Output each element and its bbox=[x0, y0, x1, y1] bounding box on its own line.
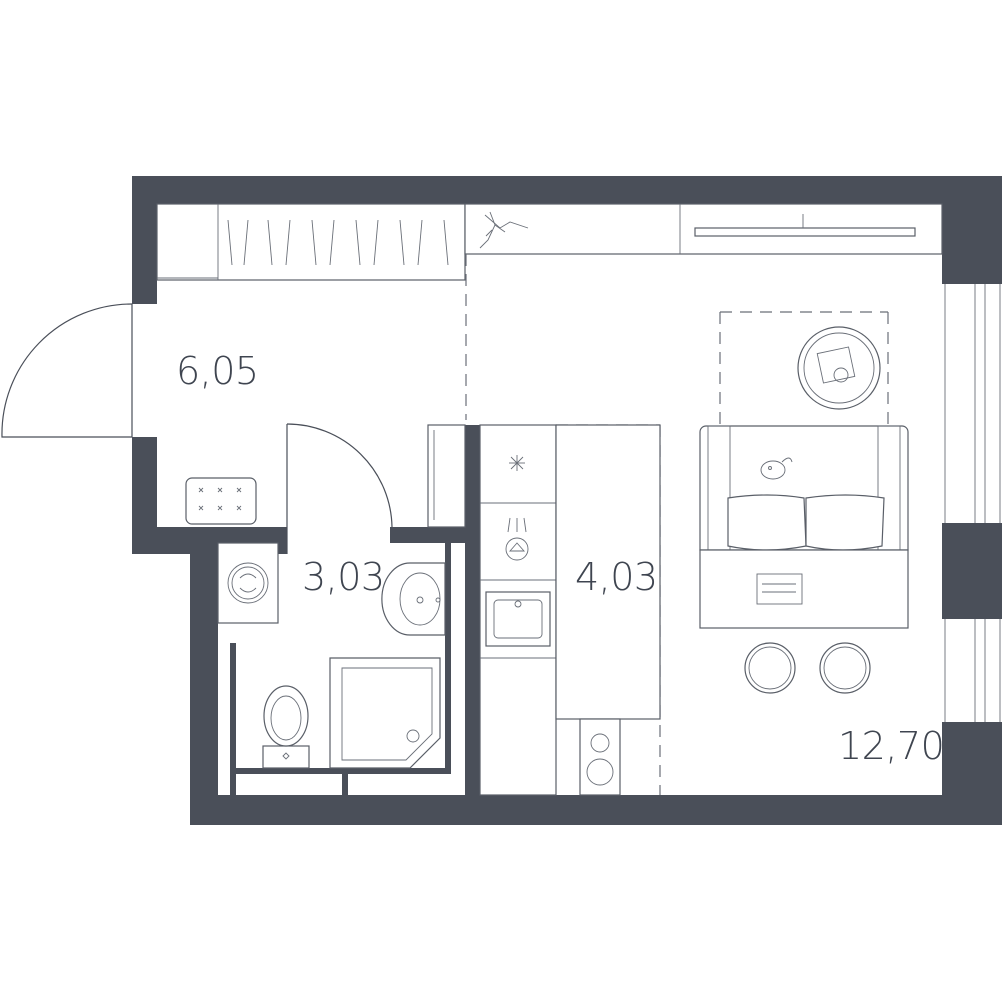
washing-machine bbox=[217, 542, 279, 624]
wall-right-top bbox=[942, 176, 1002, 284]
desk bbox=[699, 549, 909, 629]
stools bbox=[744, 642, 871, 694]
kitchen-sink bbox=[485, 591, 551, 647]
cat-icon bbox=[760, 457, 793, 480]
room-area-bathroom: 3,03 bbox=[302, 555, 385, 599]
hall-closet bbox=[427, 424, 466, 528]
cooktop bbox=[579, 718, 621, 796]
wall-bath-inner-bottom bbox=[230, 768, 451, 774]
room-area-living: 12,70 bbox=[838, 724, 944, 768]
wall-top bbox=[132, 176, 947, 204]
bathroom-door bbox=[286, 423, 393, 554]
laptop-icon bbox=[756, 573, 803, 605]
wall-bath-inner bbox=[445, 543, 451, 773]
wall-bath-niche bbox=[230, 643, 236, 795]
wall-right-pier bbox=[942, 523, 1002, 619]
shower-tray bbox=[329, 657, 441, 769]
toilet bbox=[262, 685, 310, 769]
wall-bath-top bbox=[390, 527, 480, 543]
dishwasher-icon bbox=[505, 517, 529, 561]
wall-bath-left bbox=[190, 527, 218, 825]
wall-left-upper bbox=[132, 176, 157, 304]
wardrobe bbox=[156, 203, 466, 281]
entrance-door bbox=[1, 303, 133, 438]
sink bbox=[381, 562, 446, 636]
tv-unit bbox=[464, 203, 943, 255]
room-area-kitchen: 4,03 bbox=[575, 555, 658, 599]
walls bbox=[132, 176, 1002, 825]
coffee-table bbox=[797, 326, 881, 410]
shoe-bench bbox=[185, 477, 257, 525]
wall-bath-stub bbox=[342, 774, 348, 795]
hanger-marks bbox=[227, 219, 449, 266]
fridge-snowflake-icon bbox=[509, 455, 525, 471]
wall-kitchen-partition bbox=[465, 425, 480, 795]
room-area-hall: 6,05 bbox=[176, 349, 259, 393]
sofa bbox=[699, 425, 909, 551]
plant-icon bbox=[479, 211, 529, 249]
wall-bottom bbox=[190, 795, 1002, 825]
tv-icon bbox=[694, 227, 916, 237]
windows bbox=[944, 284, 1002, 722]
